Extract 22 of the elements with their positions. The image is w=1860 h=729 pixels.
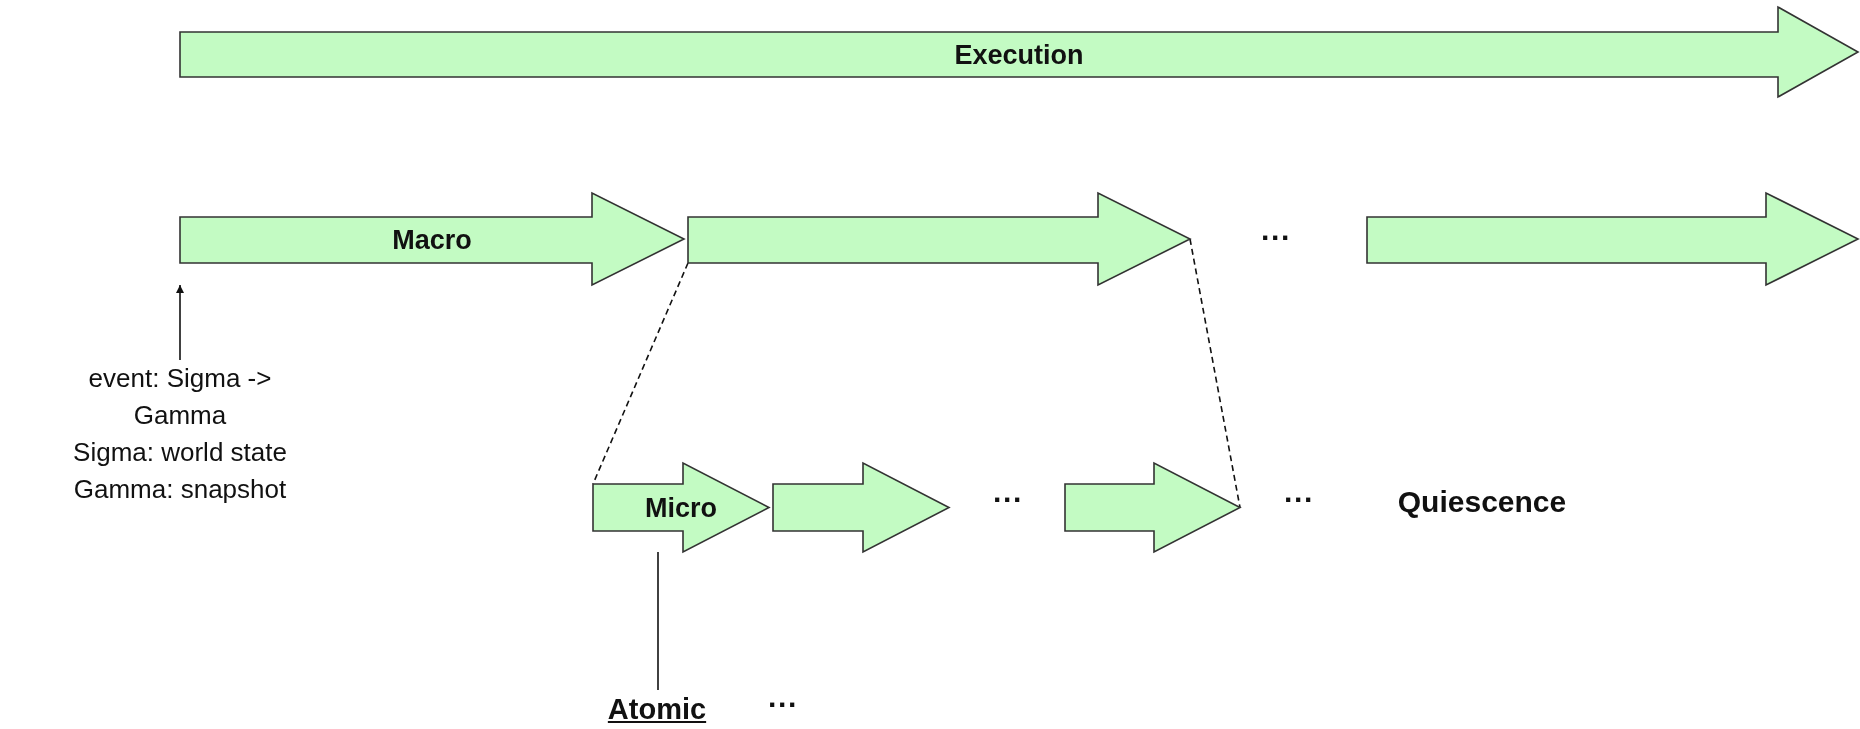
ellipsis: ··· bbox=[1284, 483, 1314, 517]
annotation-text: Sigma: world state bbox=[73, 436, 287, 469]
arrow bbox=[176, 284, 184, 361]
ellipsis: ··· bbox=[1261, 221, 1291, 255]
arrow-label: Execution bbox=[954, 39, 1084, 70]
leader-line bbox=[657, 551, 659, 691]
block-arrow bbox=[1367, 193, 1858, 285]
block-arrow bbox=[773, 463, 949, 552]
dashed-line bbox=[1189, 238, 1241, 509]
annotation-text: event: Sigma -> Gamma bbox=[87, 362, 273, 432]
ellipsis: ··· bbox=[768, 688, 798, 722]
arrow-label: Micro bbox=[645, 492, 717, 523]
block-arrow bbox=[1065, 463, 1240, 552]
ellipsis: ··· bbox=[993, 483, 1023, 517]
block-arrow bbox=[688, 193, 1190, 285]
arrow-label: Macro bbox=[392, 224, 472, 256]
state-label: Quiescence bbox=[1397, 485, 1567, 519]
annotation-text: Gamma: snapshot bbox=[73, 473, 287, 506]
block-arrow bbox=[593, 463, 769, 552]
block-arrow bbox=[180, 7, 1858, 97]
term-label: Atomic bbox=[607, 692, 707, 726]
block-arrow bbox=[180, 193, 684, 285]
